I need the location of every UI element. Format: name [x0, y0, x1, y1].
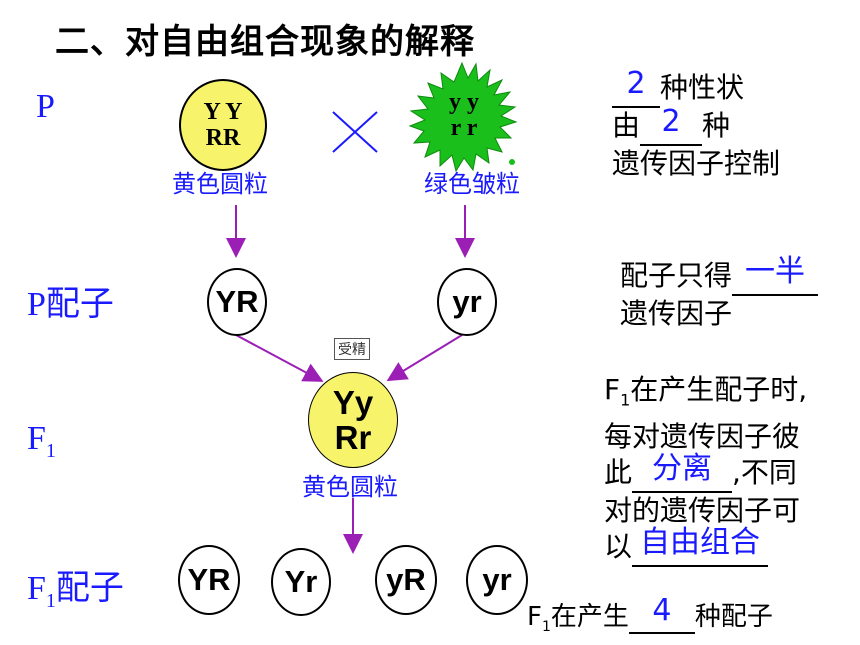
green-dot: [509, 159, 515, 165]
note-segregation: F1在产生配子时, 每对遗传因子彼 此分离 ,不同 对的遗传因子可 以自由组合: [604, 372, 807, 567]
p-gamete-YR: YR: [207, 268, 267, 336]
arrow-yr-to-f1: [235, 334, 324, 382]
row-label-f1-gametes: F1配子: [27, 570, 124, 612]
p-gamete-yr: yr: [437, 268, 497, 336]
f1-yellow-round-pea: Yy Rr: [308, 372, 398, 468]
row-label-f1: F1: [27, 420, 56, 462]
note-gametes-half: 配子只得一半 遗传因子: [620, 254, 819, 332]
yellow-round-pea: Y Y RR: [179, 79, 267, 171]
green-pea-genotype: y y r r: [449, 89, 479, 141]
row-label-p: P: [36, 88, 55, 125]
cross-line-b: [332, 111, 378, 153]
f1-gamete-YR: YR: [178, 545, 240, 615]
yellow-round-label: 黄色圆粒: [172, 170, 268, 198]
f1-gamete-yr: yr: [466, 545, 528, 615]
fertilization-tag: 受精: [334, 338, 370, 360]
slide-title: 二、对自由组合现象的解释: [55, 22, 475, 62]
green-wrinkled-pea-shape: [408, 61, 518, 173]
f1-gamete-Yr: Yr: [271, 548, 331, 616]
f1-gamete-yR: yR: [375, 545, 437, 615]
row-label-p-gametes: P配子: [27, 286, 114, 323]
f1-phenotype-label: 黄色圆粒: [302, 473, 398, 501]
green-wrinkled-label: 绿色皱粒: [424, 170, 520, 198]
arrow-yr-lower-to-f1: [386, 334, 463, 382]
